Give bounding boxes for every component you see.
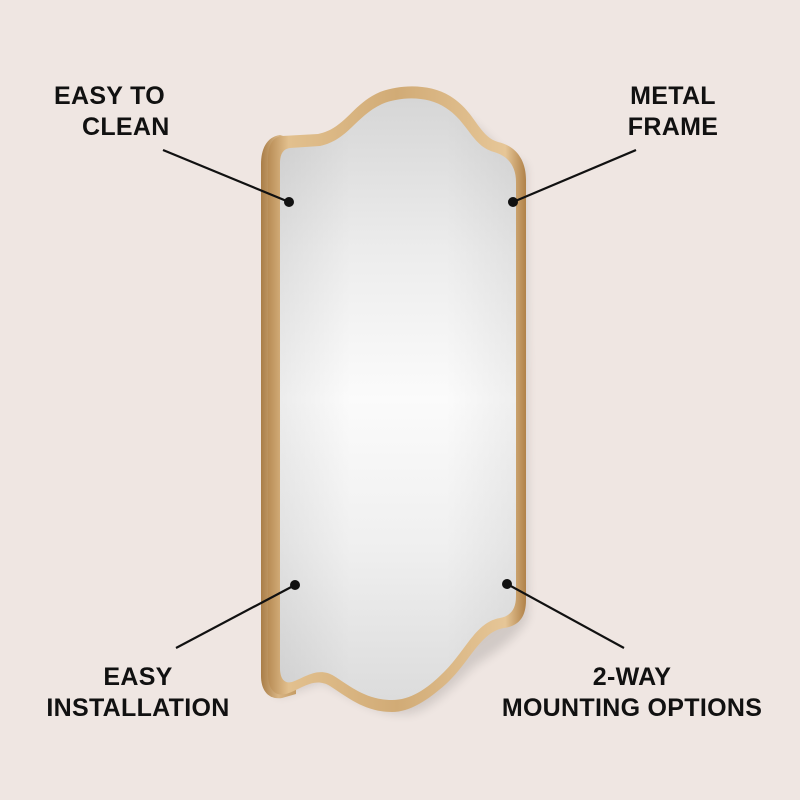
callout-mounting-options: 2-WAY MOUNTING OPTIONS (492, 662, 772, 724)
dot-easy-to-clean (284, 197, 294, 207)
dot-easy-installation (290, 580, 300, 590)
dot-mounting-options (502, 579, 512, 589)
callout-leaders (162, 148, 637, 649)
leader-metal-frame (512, 148, 637, 204)
callout-metal-frame-line2: FRAME (627, 113, 719, 141)
callout-easy-installation-line2: INSTALLATION (46, 694, 230, 722)
callout-mounting-options-line2: MOUNTING OPTIONS (501, 694, 763, 722)
callout-easy-installation: EASY INSTALLATION (38, 662, 238, 724)
leader-mounting-options (506, 583, 625, 649)
callout-easy-to-clean: EASY TO CLEAN (54, 81, 170, 143)
callout-dots (284, 197, 518, 590)
callout-metal-frame-line1: METAL (630, 82, 716, 110)
callout-easy-installation-line1: EASY (103, 663, 173, 691)
leader-easy-installation (175, 584, 296, 649)
callout-easy-to-clean-line1: EASY TO (54, 82, 165, 110)
callout-easy-to-clean-line2: CLEAN (82, 113, 170, 141)
leader-easy-to-clean (162, 148, 290, 204)
dot-metal-frame (508, 197, 518, 207)
callout-metal-frame: METAL FRAME (620, 81, 726, 143)
callout-mounting-options-line1: 2-WAY (592, 663, 672, 691)
